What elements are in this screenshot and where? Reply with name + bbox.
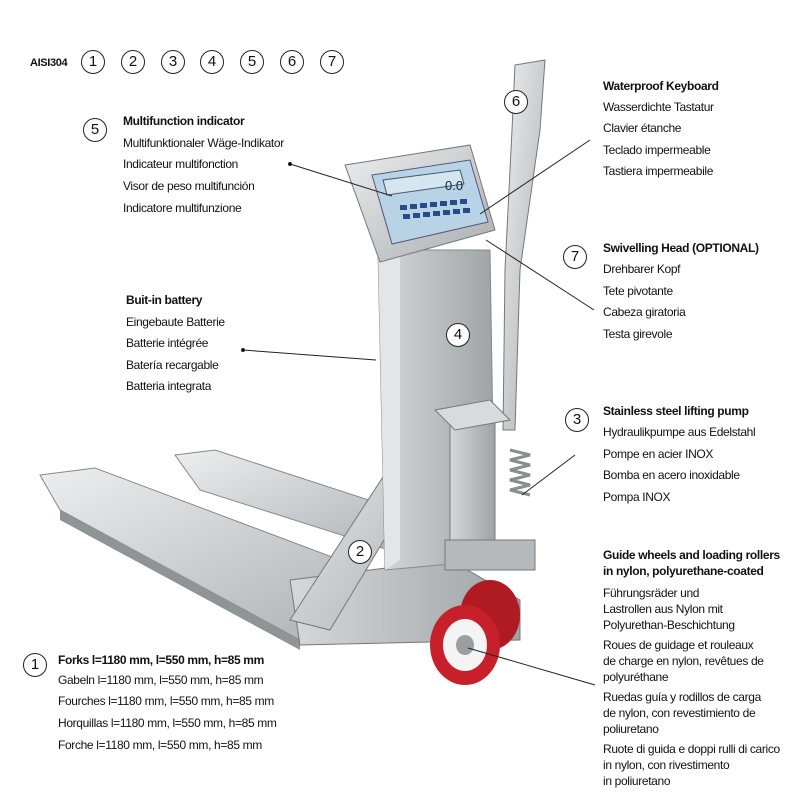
legend-number-1: 1	[81, 50, 105, 74]
legend-number-7: 7	[320, 50, 344, 74]
callout-number-6: 6	[504, 90, 528, 114]
wheels-line: in poliuretano	[603, 774, 671, 788]
wheels-title-1: Guide wheels and loading rollers	[603, 548, 780, 562]
forks-de: Gabeln l=1180 mm, l=550 mm, h=85 mm	[58, 673, 264, 687]
pump-es: Bomba en acero inoxidable	[603, 468, 740, 482]
wheels-line: Führungsräder und	[603, 586, 700, 600]
keyboard-it: Tastiera impermeabile	[603, 164, 714, 178]
wheels-line: in nylon, con rivestimento	[603, 758, 730, 772]
wheels-title-2: in nylon, polyurethane-coated	[603, 564, 764, 578]
wheels-line: Lastrollen aus Nylon mit	[603, 602, 723, 616]
wheels-line: polyuréthane	[603, 670, 669, 684]
legend-number-6: 6	[280, 50, 304, 74]
legend-number-4: 4	[200, 50, 224, 74]
head-es: Cabeza giratoria	[603, 305, 686, 319]
keyboard-de: Wasserdichte Tastatur	[603, 100, 714, 114]
wheels-line: de nylon, con revestimiento de	[603, 706, 756, 720]
battery-de: Eingebaute Batterie	[126, 315, 225, 329]
indicator-it: Indicatore multifunzione	[123, 201, 242, 215]
battery-es: Batería recargable	[126, 358, 219, 372]
battery-title: Buit-in battery	[126, 293, 203, 307]
indicator-es: Visor de peso multifunción	[123, 179, 255, 193]
wheels-line: Ruote di guida e doppi rulli di carico	[603, 742, 780, 756]
callout-number-1: 1	[23, 653, 47, 677]
pump-fr: Pompe en acier INOX	[603, 447, 714, 461]
callout-number-3: 3	[565, 408, 589, 432]
callout-number-2: 2	[348, 540, 372, 564]
battery-it: Batteria integrata	[126, 379, 212, 393]
pump-title: Stainless steel lifting pump	[603, 404, 749, 418]
indicator-title: Multifunction indicator	[123, 114, 245, 128]
forks-title: Forks l=1180 mm, l=550 mm, h=85 mm	[58, 653, 264, 667]
wheels-line: Roues de guidage et rouleaux	[603, 638, 754, 652]
legend-number-5: 5	[240, 50, 264, 74]
leader-lines	[241, 139, 596, 686]
indicator-fr: Indicateur multifonction	[123, 157, 238, 171]
weight-readout: 0.0	[445, 178, 463, 193]
wheels-line: de charge en nylon, revêtues de	[603, 654, 764, 668]
forks-es: Horquillas l=1180 mm, l=550 mm, h=85 mm	[58, 716, 277, 730]
head-fr: Tete pivotante	[603, 284, 673, 298]
handle	[502, 59, 546, 431]
keyboard-fr: Clavier étanche	[603, 121, 682, 135]
head-de: Drehbarer Kopf	[603, 262, 681, 276]
forks-fr: Fourches l=1180 mm, l=550 mm, h=85 mm	[58, 694, 274, 708]
keyboard-title: Waterproof Keyboard	[603, 79, 719, 93]
pump-de: Hydraulikpumpe aus Edelstahl	[603, 425, 756, 439]
forks-it: Forche l=1180 mm, l=550 mm, h=85 mm	[58, 738, 262, 752]
head-it: Testa girevole	[603, 327, 673, 341]
legend-number-3: 3	[161, 50, 185, 74]
wheels-line: Polyurethan-Beschichtung	[603, 618, 735, 632]
pump-it: Pompa INOX	[603, 490, 671, 504]
head-title: Swivelling Head (OPTIONAL)	[603, 241, 759, 255]
legend-number-2: 2	[121, 50, 145, 74]
material-label: AISI304	[30, 57, 68, 69]
battery-fr: Batterie intégrée	[126, 336, 209, 350]
callout-number-4: 4	[446, 323, 470, 347]
callout-number-5: 5	[83, 118, 107, 142]
wheels-line: Ruedas guía y rodillos de carga	[603, 690, 761, 704]
callout-number-7: 7	[563, 245, 587, 269]
pump	[449, 419, 496, 541]
keyboard-es: Teclado impermeable	[603, 143, 711, 157]
indicator-de: Multifunktionaler Wäge-Indikator	[123, 136, 284, 150]
wheels-line: poliuretano	[603, 722, 659, 736]
